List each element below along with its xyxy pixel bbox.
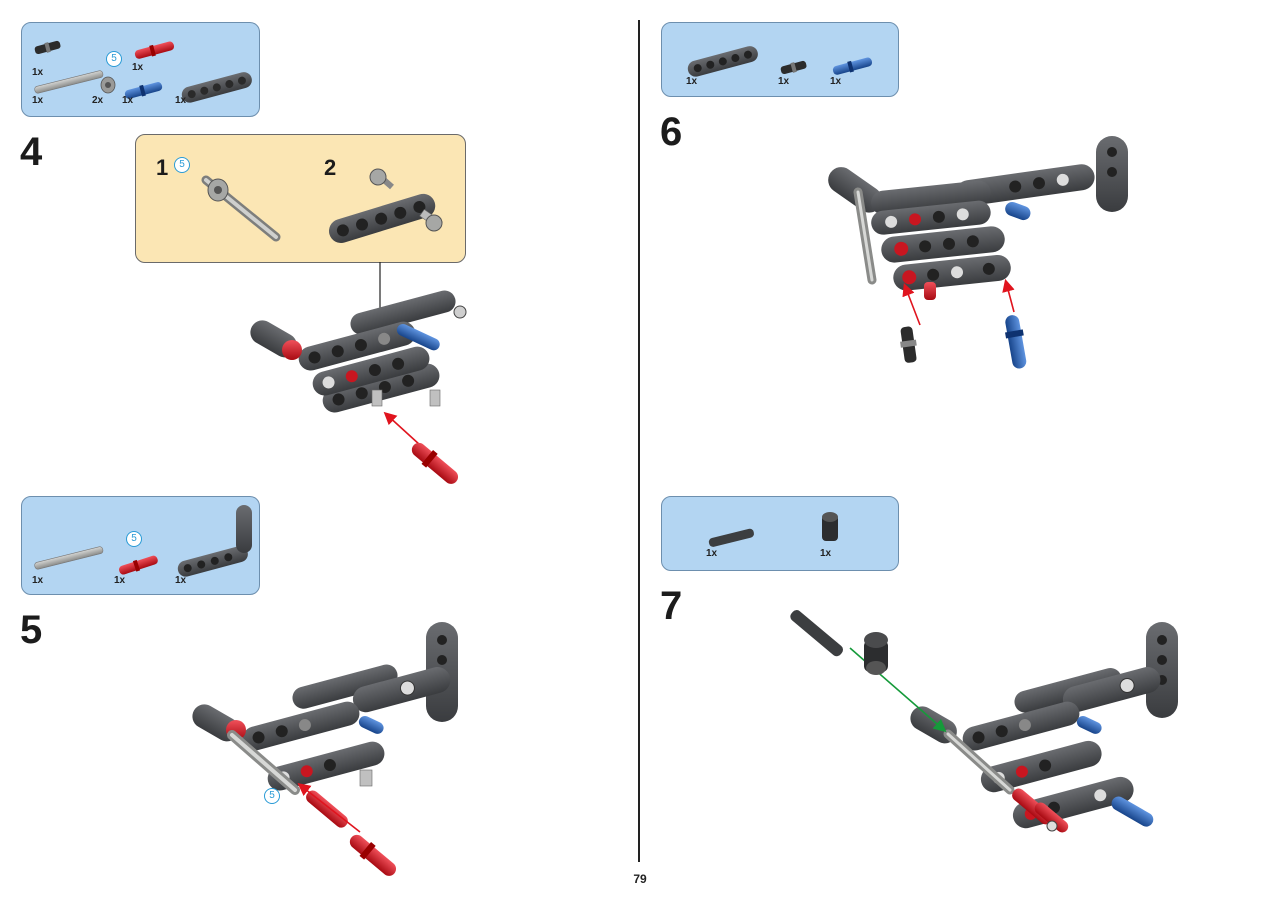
axle-with-bushing-icon: [201, 175, 281, 242]
step-4-parts-list: 1x 5 1x 2x 1x 1x 1x: [21, 22, 260, 117]
step-5-parts-illustration: [34, 505, 252, 577]
page-divider: [638, 20, 640, 862]
part-qty: 1x: [830, 76, 842, 87]
red-axle-pin-icon: [134, 41, 175, 59]
angle-connector-icon: [822, 512, 838, 541]
grey-axle-icon: [34, 546, 104, 570]
page-number: 79: [633, 872, 647, 886]
subassembly-step-number: 2: [324, 155, 337, 180]
dark-grey-l-beam-icon: [177, 505, 252, 577]
beam-with-axle-icon: [328, 193, 436, 243]
step-4-parts-illustration: [34, 40, 252, 103]
blue-axle-pin-icon: [124, 82, 163, 99]
step-number: 4: [20, 130, 43, 174]
axle-length-callout: 5: [264, 788, 280, 804]
step-6-parts-list: 1x 1x 1x: [661, 22, 899, 97]
step-7-parts-list: 1x 1x: [661, 496, 899, 571]
axle-length-badge: 5: [126, 531, 142, 547]
part-qty: 1x: [778, 76, 790, 87]
grey-beam-icon: [687, 46, 758, 77]
step-number: 7: [660, 584, 683, 628]
part-qty: 1x: [820, 548, 832, 559]
part-qty: 1x: [132, 62, 144, 73]
axle-length-badge: 5: [174, 157, 190, 173]
insert-arrow: [383, 411, 421, 446]
insert-arrow: [297, 783, 361, 833]
blue-axle-pin-icon: [832, 57, 873, 75]
part-qty: 1x: [686, 76, 698, 87]
part-qty: 1x: [114, 575, 126, 586]
step-number: 5: [20, 608, 43, 652]
part-qty: 1x: [32, 67, 44, 78]
insert-arrow: [849, 647, 947, 733]
part-qty: 1x: [175, 575, 187, 586]
step-6-parts-illustration: [687, 46, 873, 77]
bushing-icon: [100, 76, 116, 94]
step-5-parts-list: 5 1x 1x 1x: [21, 496, 260, 595]
grey-beam-icon: [181, 72, 252, 103]
part-qty: 1x: [32, 575, 44, 586]
axle-length-badge: 5: [106, 51, 122, 67]
short-axle-icon: [790, 610, 843, 657]
black-friction-pin-icon: [34, 40, 61, 55]
black-friction-pin-icon: [780, 60, 807, 75]
short-axle-icon: [708, 528, 754, 547]
subassembly-illustration: [201, 168, 443, 243]
grey-axle-icon: [34, 70, 104, 94]
part-qty: 1x: [122, 95, 134, 106]
red-axle-pin-icon: [119, 555, 158, 575]
step-number: 6: [660, 110, 683, 154]
angle-connector-icon: [864, 632, 888, 675]
bushing-icon: [369, 168, 443, 232]
insert-arrow: [1002, 278, 1015, 313]
subassembly-step-number: 1: [156, 155, 169, 180]
part-qty: 1x: [706, 548, 718, 559]
insert-arrow: [902, 283, 921, 326]
part-qty: 1x: [32, 95, 44, 106]
part-qty: 1x: [175, 95, 187, 106]
step-7-parts-illustration: [708, 512, 838, 547]
part-qty: 2x: [92, 95, 104, 106]
step-4-subassembly-box: 1 5 2: [135, 134, 466, 263]
